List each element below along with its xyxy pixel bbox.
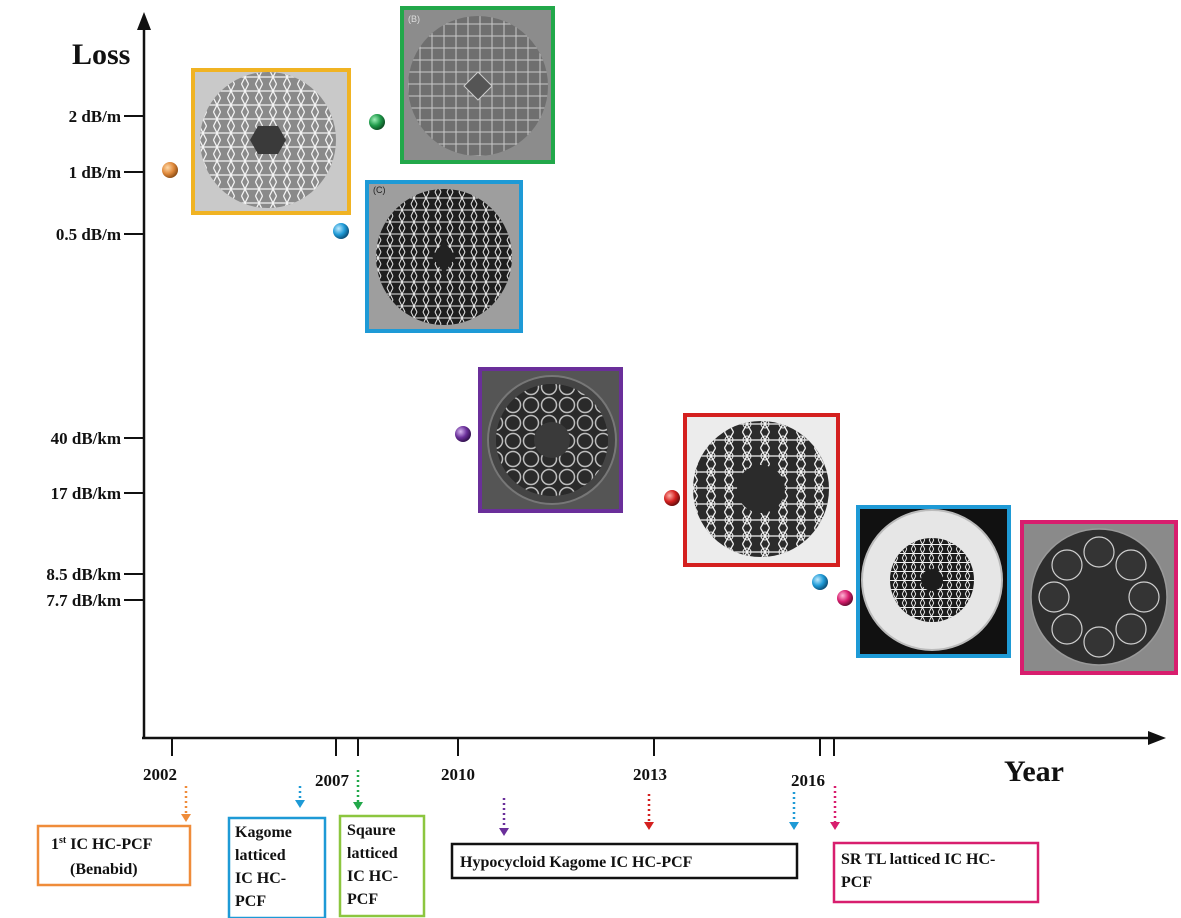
annotation-text: 1 — [51, 836, 59, 853]
pointer-arrows — [181, 770, 840, 836]
panel-border — [400, 6, 555, 164]
panel-border — [1020, 520, 1178, 675]
y-tick-label: 1 dB/m — [69, 163, 121, 182]
y-ticks: 2 dB/m 1 dB/m 0.5 dB/m 40 dB/km 17 dB/km… — [46, 107, 144, 610]
y-axis-arrow — [137, 12, 151, 30]
y-axis-title: Loss — [72, 38, 130, 71]
annotation-text: Hypocycloid Kagome IC HC-PCF — [460, 854, 693, 871]
y-tick-label: 0.5 dB/m — [56, 225, 121, 244]
annotation-text: (Benabid) — [70, 861, 138, 878]
data-point-single-ring — [837, 590, 853, 606]
x-tick-label: 2010 — [441, 765, 475, 784]
y-tick-label: 17 dB/km — [51, 484, 121, 503]
panel-tag-c: (C) — [373, 185, 386, 195]
sem-image-kagome-2002 — [191, 68, 351, 215]
annotation-text: PCF — [347, 891, 378, 908]
panel-border — [365, 180, 523, 333]
panel-tag-b: (B) — [408, 14, 420, 24]
y-tick-label: 8.5 dB/km — [46, 565, 121, 584]
annotation-text: SR TL latticed IC HC- — [841, 851, 995, 868]
annotation-kagome-latticed: Kagome latticed IC HC- PCF — [227, 816, 327, 918]
annotation-sr-tl-latticed: SR TL latticed IC HC- PCF — [832, 841, 1040, 904]
annotation-text: Kagome — [235, 824, 292, 841]
annotation-square-latticed: Sqaure latticed IC HC- PCF — [338, 814, 426, 918]
data-points — [162, 114, 853, 606]
annotation-text: PCF — [841, 874, 872, 891]
annotation-text: IC HC- — [347, 868, 398, 885]
axes: Loss Year — [72, 12, 1166, 788]
data-point-square — [369, 114, 385, 130]
panel-border — [191, 68, 351, 215]
sem-image-single-ring — [1020, 520, 1178, 675]
sem-image-kagome-2016 — [856, 505, 1011, 658]
annotation-text: IC HC-PCF — [70, 836, 152, 853]
annotation-text: latticed — [347, 845, 398, 862]
data-point-kagome — [333, 223, 349, 239]
x-tick-label: 2002 — [143, 765, 177, 784]
x-axis-title: Year — [1004, 755, 1064, 788]
sem-image-hypocycloid-kagome — [683, 413, 840, 567]
x-tick-label: 2013 — [633, 765, 667, 784]
x-tick-label: 2007 — [315, 771, 350, 790]
x-tick-label: 2016 — [791, 771, 825, 790]
panel-border — [478, 367, 623, 513]
annotation-text: PCF — [235, 893, 266, 910]
sem-image-kagome-latticed: (C) — [365, 180, 523, 333]
image-panels: (B) (C) — [191, 6, 1178, 675]
y-tick-label: 2 dB/m — [69, 107, 121, 126]
panel-border — [856, 505, 1011, 658]
annotation-hypocycloid-kagome: Hypocycloid Kagome IC HC-PCF — [450, 842, 799, 880]
annotation-text: IC HC- — [235, 870, 286, 887]
annotation-text: Sqaure — [347, 822, 396, 839]
data-point-hypocycloid-kagome — [664, 490, 680, 506]
y-tick-label: 7.7 dB/km — [46, 591, 121, 610]
sem-image-square-lattice: (B) — [400, 6, 555, 164]
annotation-text: latticed — [235, 847, 286, 864]
annotation-superscript: st — [59, 835, 67, 846]
x-ticks: 2002 2007 2010 2013 2016 — [143, 738, 835, 790]
data-point-2002 — [162, 162, 178, 178]
x-axis-arrow — [1148, 731, 1166, 745]
data-point-hypocycloid-tubes — [455, 426, 471, 442]
sem-image-hypocycloid-tubes — [478, 367, 623, 513]
data-point-kagome-2016 — [812, 574, 828, 590]
panel-border — [683, 413, 840, 567]
y-tick-label: 40 dB/km — [51, 429, 121, 448]
